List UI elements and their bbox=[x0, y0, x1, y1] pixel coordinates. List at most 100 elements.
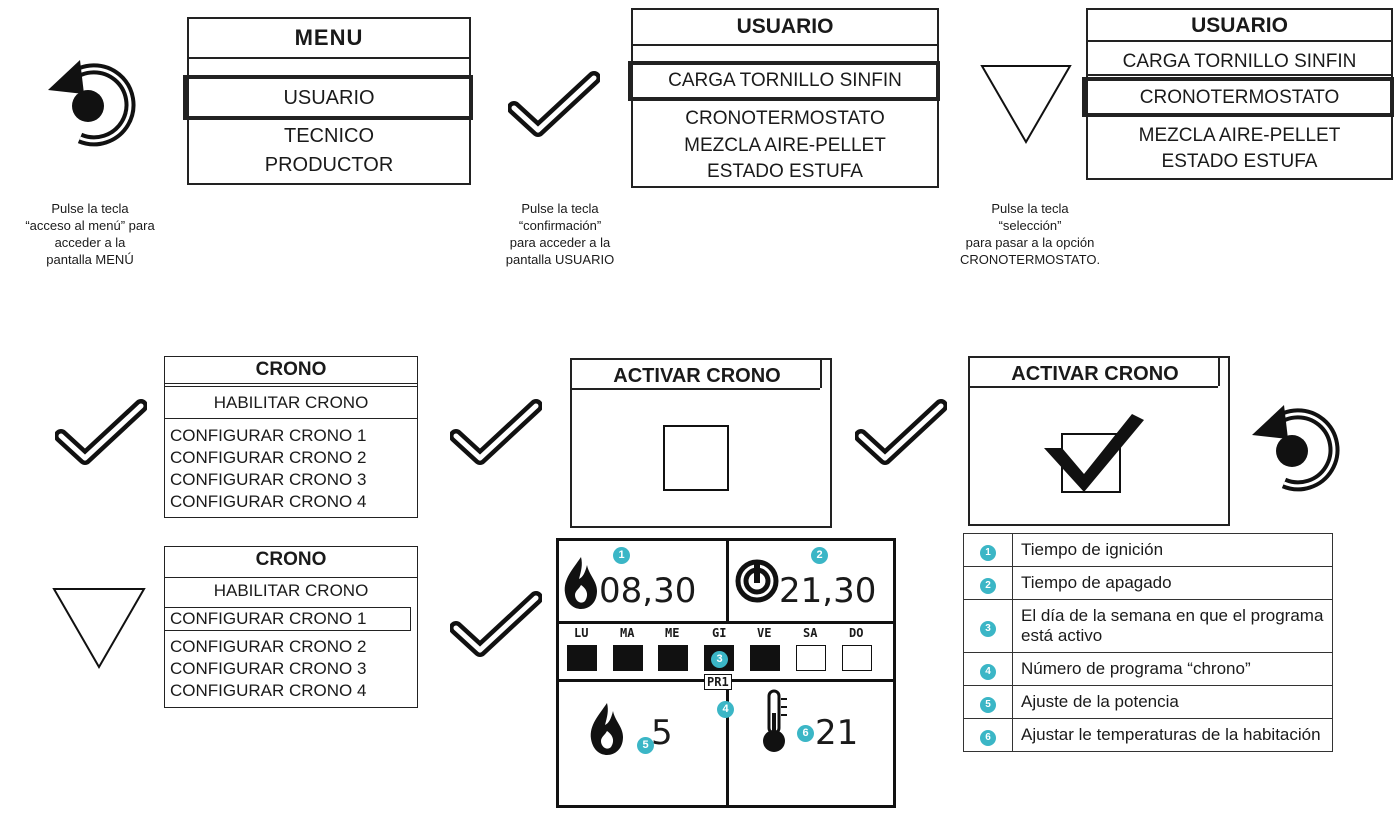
menu-access-icon bbox=[1252, 405, 1340, 492]
day-box bbox=[567, 645, 597, 671]
day-box bbox=[658, 645, 688, 671]
divider bbox=[559, 621, 893, 624]
power-level: 5 bbox=[651, 713, 673, 753]
usuario-title-2: USUARIO bbox=[1191, 14, 1288, 37]
legend-row: 2 Tiempo de apagado bbox=[963, 566, 1333, 600]
confirm-check-icon bbox=[508, 71, 600, 137]
caption-confirm: Pulse la tecla “confirmación” para acced… bbox=[470, 200, 650, 268]
legend-text: Número de programa “chrono” bbox=[1012, 652, 1333, 686]
usuario-title: USUARIO bbox=[633, 10, 937, 46]
legend-table: 1 Tiempo de ignición 2 Tiempo de apagado… bbox=[963, 533, 1333, 752]
caption-line: CRONOTERMOSTATO. bbox=[959, 252, 1101, 267]
day-box bbox=[842, 645, 872, 671]
legend-text: Ajuste de la potencia bbox=[1012, 685, 1333, 719]
divider bbox=[726, 541, 729, 623]
legend-badge: 3 bbox=[980, 620, 996, 637]
day-label-gi: GI bbox=[712, 626, 727, 640]
activar-title-2: ACTIVAR CRONO bbox=[1011, 363, 1179, 385]
caption-menu-access: Pulse la tecla “acceso al menú” para acc… bbox=[0, 200, 180, 268]
legend-num-cell: 1 bbox=[963, 533, 1013, 567]
day-label-ve: VE bbox=[757, 626, 772, 640]
day-label-ma: MA bbox=[620, 626, 635, 640]
activar-title: ACTIVAR CRONO bbox=[613, 365, 781, 387]
divider bbox=[164, 577, 418, 578]
usuario-selection bbox=[628, 61, 940, 101]
legend-text: Tiempo de apagado bbox=[1012, 566, 1333, 600]
caption-line: “confirmación” bbox=[518, 218, 602, 233]
activar-crono-screen-2: ACTIVAR CRONO bbox=[968, 356, 1230, 526]
caption-line: pantalla USUARIO bbox=[505, 252, 615, 267]
callout-badge-5: 5 bbox=[637, 737, 654, 754]
menu-item-productor: PRODUCTOR bbox=[264, 154, 394, 176]
caption-line: para pasar a la opción bbox=[965, 235, 1095, 250]
legend-badge: 1 bbox=[980, 544, 996, 561]
legend-row: 4 Número de programa “chrono” bbox=[963, 652, 1333, 686]
caption-line: acceder a la bbox=[54, 235, 126, 250]
legend-row: 3 El día de la semana en que el programa… bbox=[963, 599, 1333, 653]
menu-screen: MENU bbox=[187, 17, 471, 185]
usuario2-item-crono: CRONOTERMOSTATO bbox=[1139, 87, 1340, 108]
menu-selection bbox=[183, 75, 473, 120]
legend-text: Tiempo de ignición bbox=[1012, 533, 1333, 567]
power-icon bbox=[735, 559, 779, 603]
legend-row: 1 Tiempo de ignición bbox=[963, 533, 1333, 567]
usuario-item-crono: CRONOTERMOSTATO bbox=[685, 108, 885, 129]
legend-row: 6 Ajustar le temperaturas de la habitaci… bbox=[963, 718, 1333, 752]
day-box bbox=[750, 645, 780, 671]
divider bbox=[1086, 74, 1393, 76]
crono2-item-c1: CONFIGURAR CRONO 1 bbox=[170, 609, 367, 628]
crono-title: CRONO bbox=[165, 357, 417, 387]
callout-badge-2: 2 bbox=[811, 547, 828, 564]
usuario2-selection bbox=[1082, 77, 1394, 117]
callout-badge-1: 1 bbox=[613, 547, 630, 564]
caption-line: pantalla MENÚ bbox=[46, 252, 134, 267]
crono2-item-c4: CONFIGURAR CRONO 4 bbox=[170, 681, 367, 700]
program-label: PR1 bbox=[704, 674, 732, 690]
caption-selection: Pulse la tecla “selección” para pasar a … bbox=[930, 200, 1130, 268]
usuario-item-carga: CARGA TORNILLO SINFIN bbox=[668, 70, 902, 91]
chrono-lcd-display: 08,30 21,30 LU MA ME GI VE SA DO PR1 5 2… bbox=[556, 538, 896, 808]
crono2-item-c2: CONFIGURAR CRONO 2 bbox=[170, 637, 367, 656]
confirm-check-icon bbox=[450, 399, 542, 465]
caption-line: “acceso al menú” para bbox=[25, 218, 155, 233]
usuario2-item-estado: ESTADO ESTUFA bbox=[1161, 151, 1318, 172]
crono-item-habilitar: HABILITAR CRONO bbox=[213, 393, 369, 412]
crono-item-c4: CONFIGURAR CRONO 4 bbox=[170, 492, 367, 511]
caption-line: Pulse la tecla bbox=[521, 201, 599, 216]
legend-badge: 4 bbox=[980, 663, 996, 680]
thermometer-icon bbox=[763, 689, 787, 752]
crono2-selection bbox=[164, 607, 411, 631]
flame-icon bbox=[590, 703, 623, 755]
crono-item-c1: CONFIGURAR CRONO 1 bbox=[170, 426, 367, 445]
caption-line: Pulse la tecla bbox=[991, 201, 1069, 216]
callout-badge-3: 3 bbox=[711, 651, 728, 668]
day-label-do: DO bbox=[849, 626, 864, 640]
legend-badge: 5 bbox=[980, 696, 996, 713]
day-label-me: ME bbox=[665, 626, 680, 640]
usuario-item-mezcla: MEZCLA AIRE-PELLET bbox=[684, 135, 886, 156]
legend-num-cell: 6 bbox=[963, 718, 1013, 752]
divider bbox=[968, 386, 1218, 388]
menu-access-icon bbox=[48, 60, 136, 147]
selection-triangle-icon bbox=[980, 65, 1072, 144]
selection-triangle-icon bbox=[52, 588, 146, 669]
divider bbox=[726, 681, 729, 805]
caption-line: para acceder a la bbox=[509, 235, 611, 250]
day-box bbox=[613, 645, 643, 671]
crono-item-c2: CONFIGURAR CRONO 2 bbox=[170, 448, 367, 467]
legend-num-cell: 4 bbox=[963, 652, 1013, 686]
day-label-lu: LU bbox=[574, 626, 589, 640]
legend-badge: 6 bbox=[980, 729, 996, 746]
legend-num-cell: 3 bbox=[963, 599, 1013, 653]
divider bbox=[1086, 40, 1393, 42]
caption-line: Pulse la tecla bbox=[51, 201, 129, 216]
crono2-item-habilitar: HABILITAR CRONO bbox=[213, 581, 369, 600]
confirm-check-icon bbox=[855, 399, 947, 465]
menu-title: MENU bbox=[189, 19, 469, 59]
menu-item-usuario: USUARIO bbox=[283, 87, 375, 109]
confirm-check-icon bbox=[450, 591, 542, 657]
callout-badge-6: 6 bbox=[797, 725, 814, 742]
caption-line: “selección” bbox=[998, 218, 1062, 233]
ignition-time: 08,30 bbox=[599, 571, 697, 611]
usuario2-item-mezcla: MEZCLA AIRE-PELLET bbox=[1138, 125, 1341, 146]
